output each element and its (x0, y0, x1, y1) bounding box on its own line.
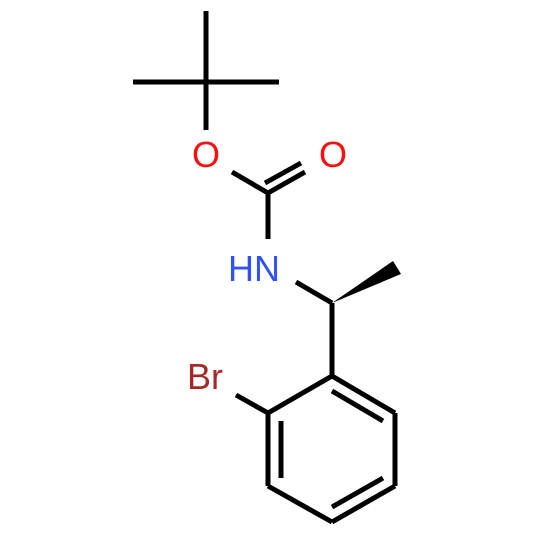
nitrogen-label: HN (228, 248, 280, 289)
bond-ring-3 (330, 483, 397, 525)
bond-ring-4 (266, 483, 334, 525)
bromine-label: Br (187, 356, 223, 397)
wedge-bond-methyl (332, 261, 401, 303)
bond-n-ch (294, 279, 334, 306)
bond-carbonyl-double-b (263, 160, 303, 186)
bond-ring-inner-2 (330, 475, 385, 510)
bond-o-carbonyl-c (230, 169, 270, 196)
bond-ring-6 (266, 373, 334, 416)
bond-ring-inner-1 (330, 388, 385, 424)
bond-ring-1 (330, 373, 397, 416)
bond-ring-br (234, 392, 270, 416)
bonds (133, 11, 398, 525)
oxygen-carbonyl-label: O (319, 134, 347, 175)
bond-carbonyl-double-a (266, 169, 307, 196)
oxygen-ester-label: O (192, 134, 220, 175)
